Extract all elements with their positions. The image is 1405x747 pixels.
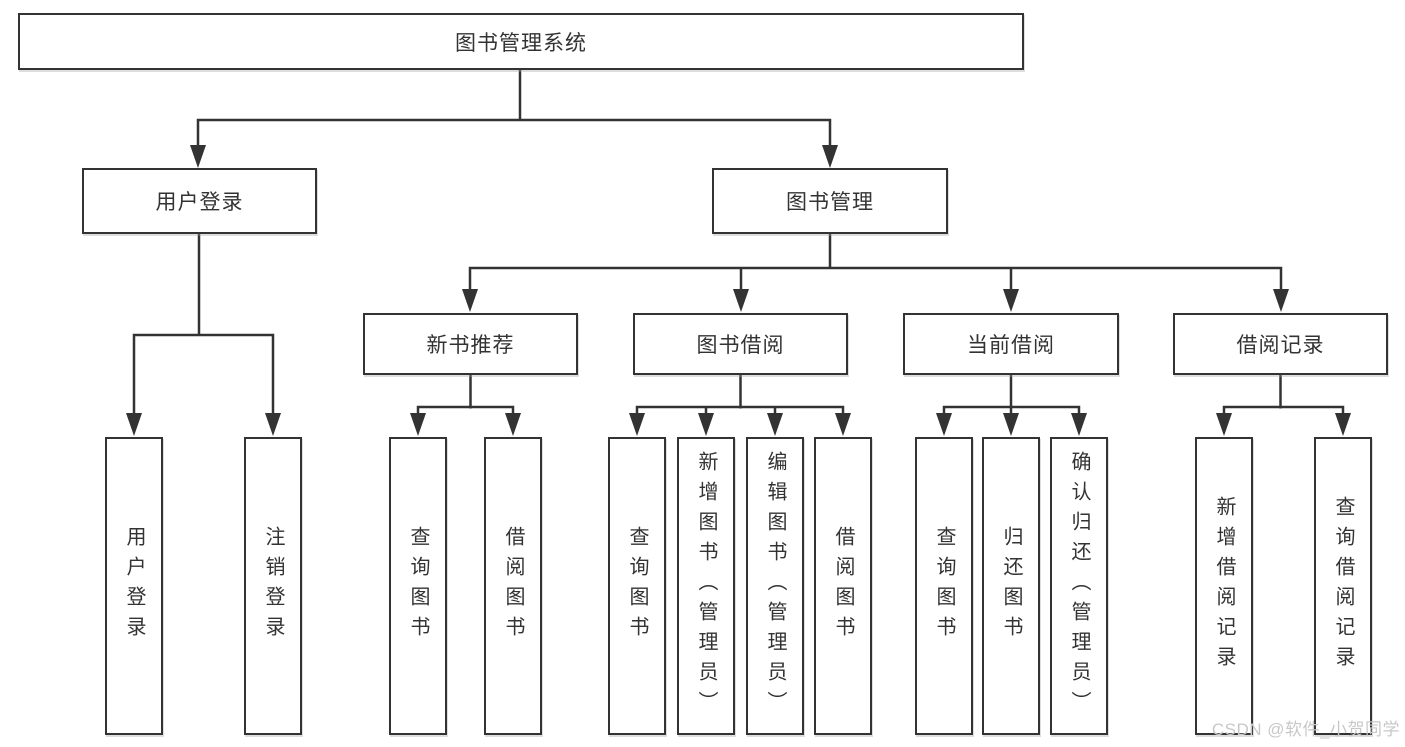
node-new-book-recommend: 新书推荐	[363, 313, 578, 375]
leaf-add-book-admin: 新增图书（管理员）	[677, 437, 735, 735]
leaf-query-books-recommend: 查询图书	[389, 437, 447, 735]
leaf-query-books-borrow: 查询图书	[608, 437, 666, 735]
node-book-borrow: 图书借阅	[633, 313, 848, 375]
leaf-query-borrow-record: 查询借阅记录	[1314, 437, 1372, 735]
node-borrow-records: 借阅记录	[1173, 313, 1388, 375]
leaf-add-borrow-record: 新增借阅记录	[1195, 437, 1253, 735]
node-root: 图书管理系统	[18, 13, 1024, 70]
node-current-borrow: 当前借阅	[903, 313, 1119, 375]
leaf-logout: 注销登录	[244, 437, 302, 735]
watermark: CSDN @软件_小贺同学	[1211, 720, 1400, 739]
leaf-edit-book-admin: 编辑图书（管理员）	[746, 437, 804, 735]
leaf-user-login: 用户登录	[105, 437, 163, 735]
leaf-borrow-books: 借阅图书	[814, 437, 872, 735]
leaf-query-books-current: 查询图书	[915, 437, 973, 735]
node-book-management: 图书管理	[712, 168, 948, 234]
node-user-login: 用户登录	[82, 168, 317, 234]
leaf-confirm-return-admin: 确认归还（管理员）	[1050, 437, 1108, 735]
leaf-borrow-books-recommend: 借阅图书	[484, 437, 542, 735]
leaf-return-book: 归还图书	[982, 437, 1040, 735]
